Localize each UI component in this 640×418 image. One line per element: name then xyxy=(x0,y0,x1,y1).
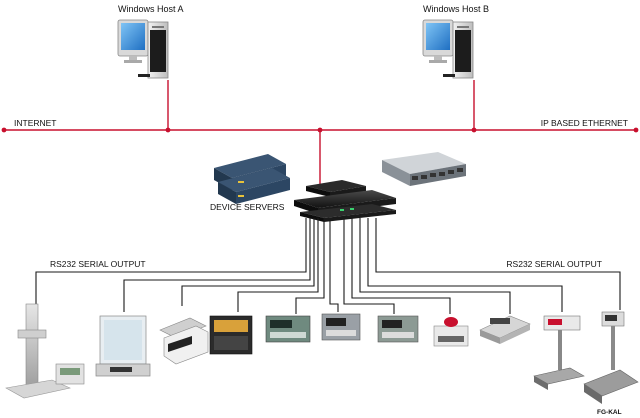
serial-cables xyxy=(35,218,621,314)
weighing-indicator-icon xyxy=(265,315,311,343)
desktop-computer-icon xyxy=(422,19,474,79)
rack-switch-icon xyxy=(382,152,466,186)
serial-cable xyxy=(181,218,315,306)
junction-dot xyxy=(633,127,639,133)
network-switch-icon xyxy=(294,180,396,222)
junction-dot xyxy=(317,127,323,133)
junction-dot xyxy=(1,127,7,133)
ethernet-label: IP BASED ETHERNET xyxy=(541,118,628,128)
serial-left-label: RS232 SERIAL OUTPUT xyxy=(50,259,146,269)
price-scale-icon xyxy=(479,315,531,344)
device-servers: DEVICE SERVERS xyxy=(210,152,466,222)
serial-right-label: RS232 SERIAL OUTPUT xyxy=(506,259,602,269)
serial-cable xyxy=(359,218,511,314)
host-b-label: Windows Host B xyxy=(423,4,489,14)
serial-cable xyxy=(329,218,339,312)
platform-scale-icon xyxy=(533,315,585,390)
serial-cable xyxy=(35,218,307,310)
serial-cable xyxy=(351,218,451,314)
internet-label: INTERNET xyxy=(14,118,57,128)
watermark: FG-KAL xyxy=(597,409,622,416)
serial-cable xyxy=(375,218,621,310)
analytical-balance-icon xyxy=(95,315,151,377)
serial-cable xyxy=(295,218,325,314)
precision-balance-icon xyxy=(159,317,209,365)
device-server-icon xyxy=(214,154,290,204)
height-gauge-icon xyxy=(5,303,85,399)
host-a-label: Windows Host A xyxy=(118,4,184,14)
device-servers-label: DEVICE SERVERS xyxy=(210,202,285,212)
serial-cable xyxy=(123,218,311,312)
serial-cable xyxy=(367,218,563,312)
platform-scale-icon xyxy=(583,311,639,404)
serial-cable xyxy=(343,218,395,314)
network-bus: INTERNET IP BASED ETHERNET xyxy=(1,80,639,184)
junction-dot xyxy=(471,127,477,133)
host-b: Windows Host B xyxy=(422,4,489,79)
serial-cable xyxy=(237,218,319,312)
junction-dot xyxy=(165,127,171,133)
counting-scale-icon xyxy=(433,317,469,347)
host-a: Windows Host A xyxy=(117,4,184,79)
desktop-computer-icon xyxy=(117,19,169,79)
weighing-indicator-icon xyxy=(321,313,361,341)
weighing-indicator-icon xyxy=(209,315,253,355)
weighing-indicator-icon xyxy=(377,315,419,343)
